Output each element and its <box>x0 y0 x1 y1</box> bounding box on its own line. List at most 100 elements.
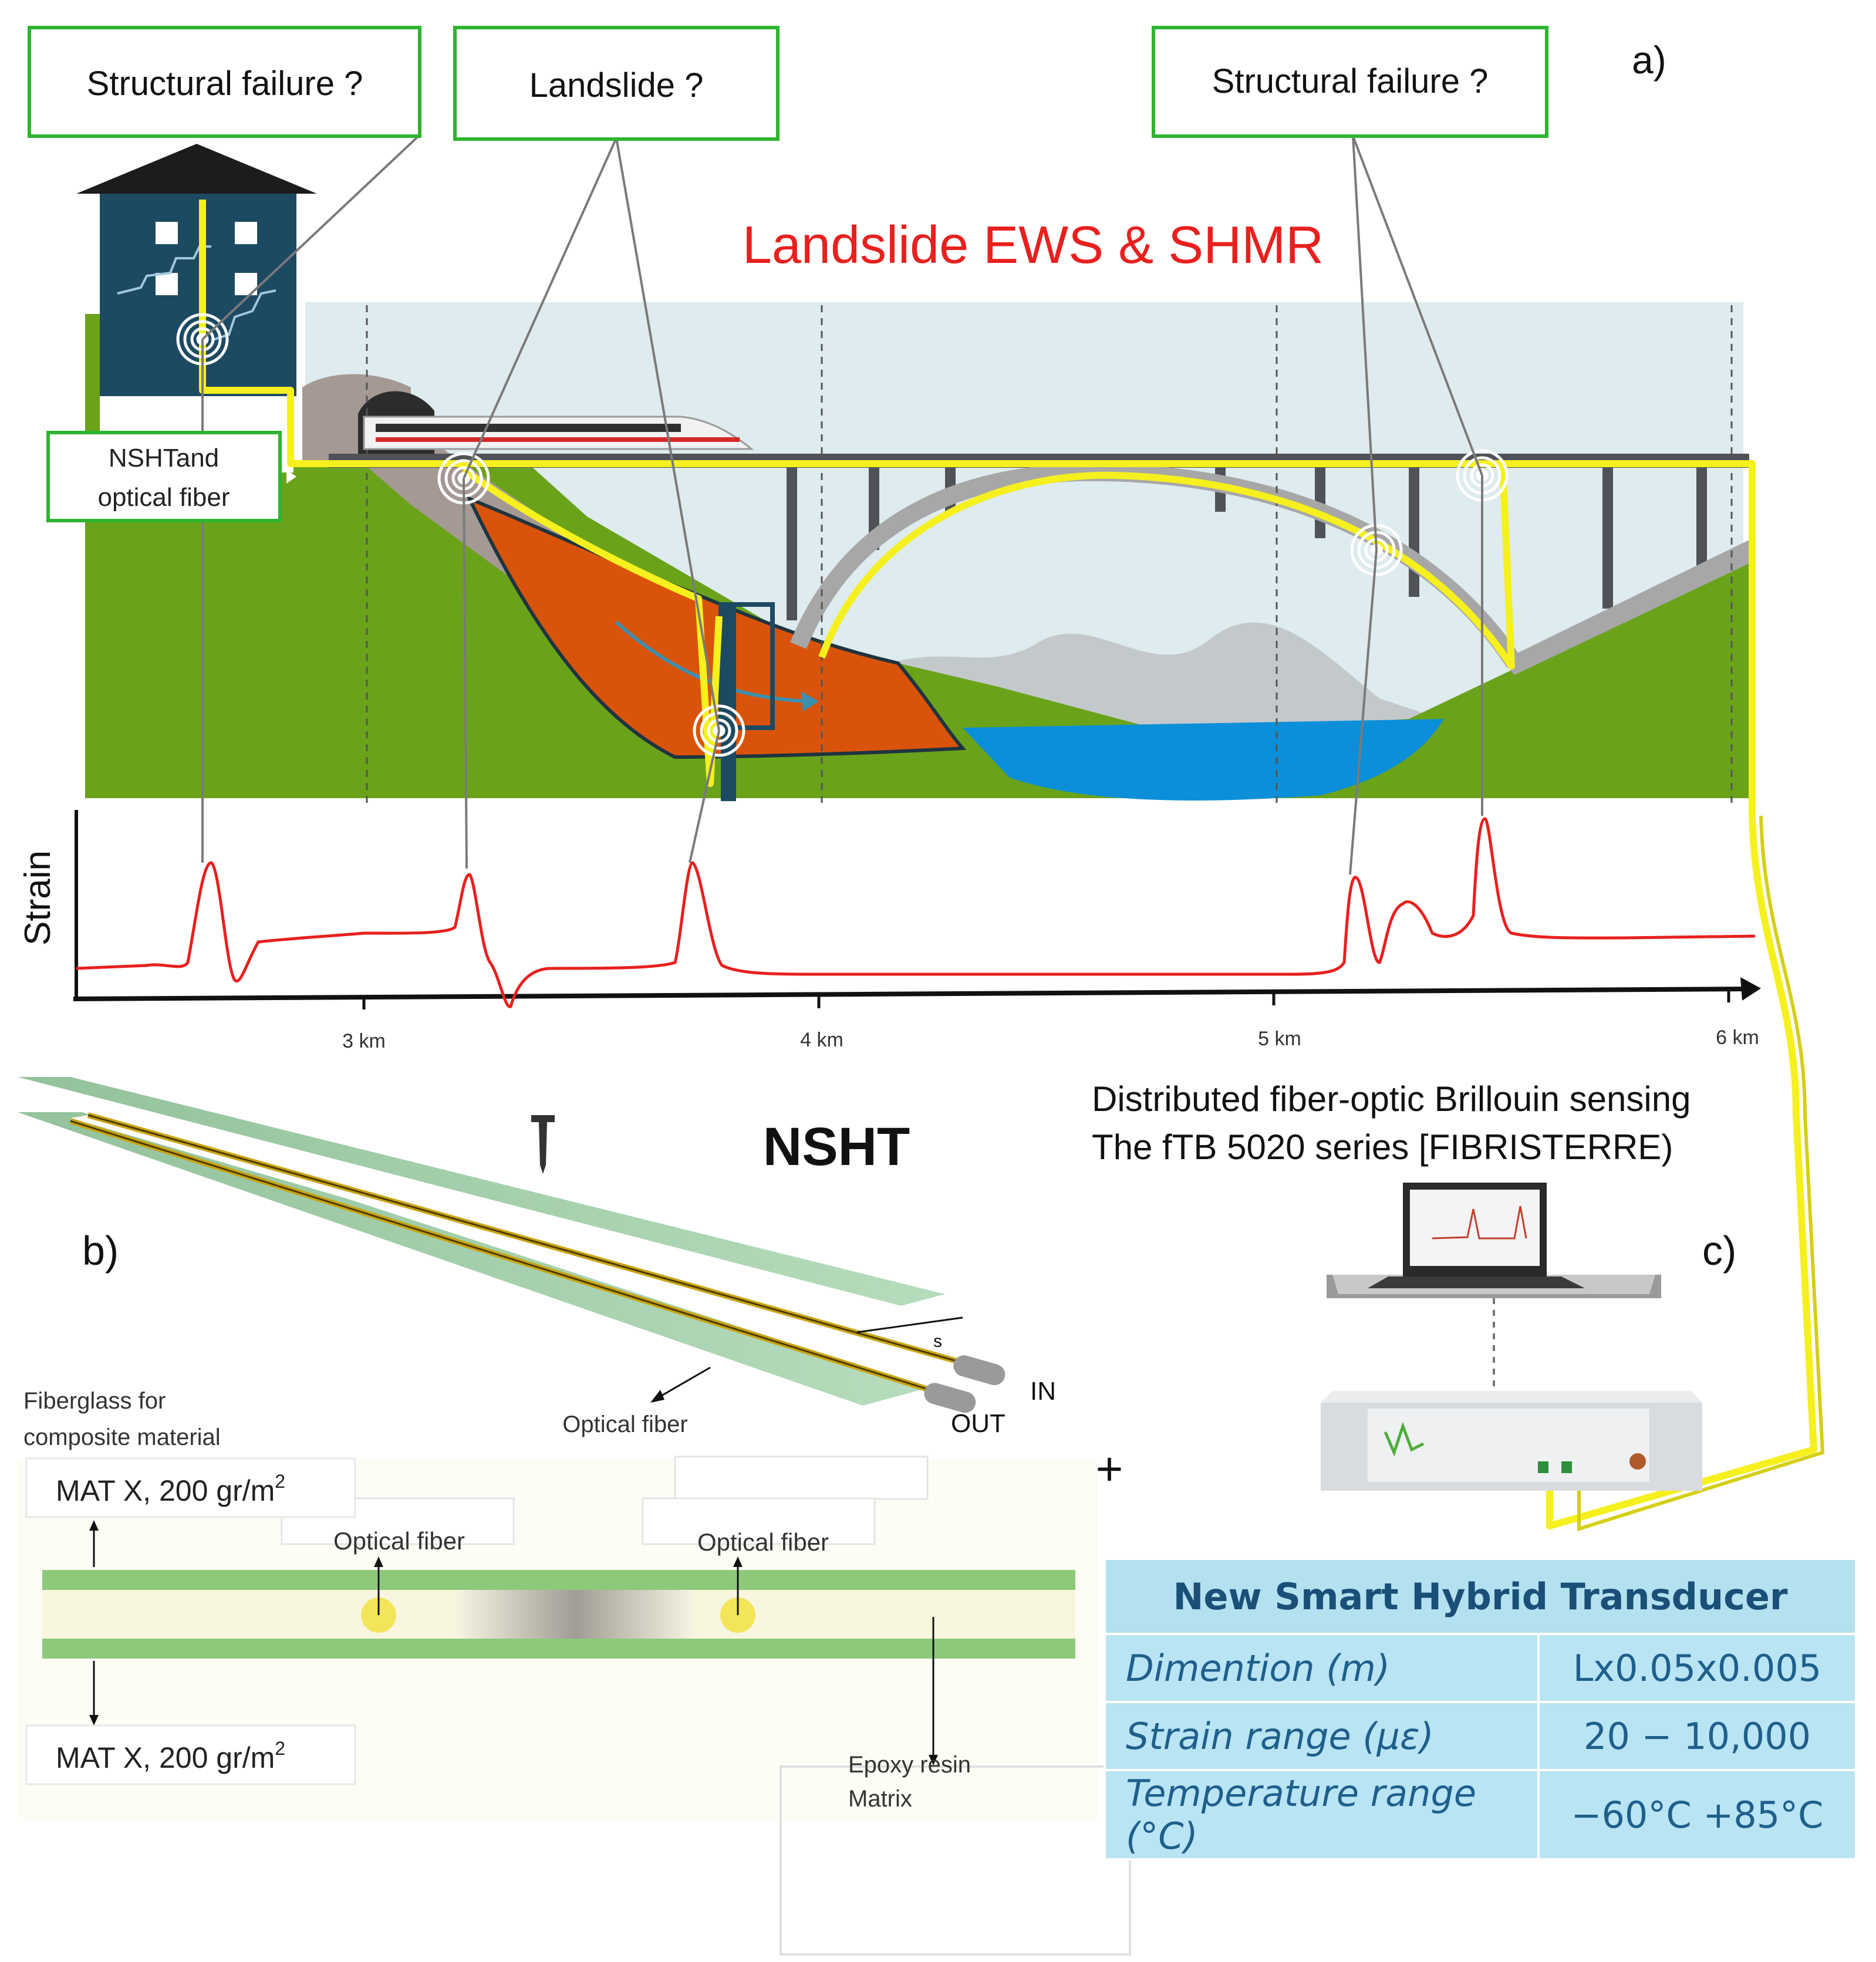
callout-box-landslide <box>453 26 780 141</box>
arrowhead <box>89 1520 99 1531</box>
km-tick-3: 3 km <box>342 1030 386 1052</box>
building-window <box>156 273 178 295</box>
bridge-pier <box>787 468 797 620</box>
epoxy-shadow <box>458 1590 693 1639</box>
table-value: −60°C +85°C <box>1537 1769 1857 1860</box>
sensor-ring <box>707 718 731 743</box>
bridge-pier <box>1602 468 1613 609</box>
epoxy-label-line1: Epoxy resin <box>848 1752 971 1778</box>
callout-landslide: Landslide ? <box>529 66 704 104</box>
crack <box>117 245 211 295</box>
leader-line <box>689 730 720 863</box>
ground-green <box>85 314 1749 798</box>
train-stripe <box>376 437 740 442</box>
km-ticks <box>362 991 1730 1009</box>
callout-boxes <box>28 26 1548 522</box>
laptop-display <box>1410 1190 1540 1266</box>
table-row: Temperature range (°C) −60°C +85°C <box>1104 1769 1857 1860</box>
train-body <box>363 416 754 450</box>
sensor-ring <box>1350 524 1403 576</box>
cross-fiber-label-left: Optical fiber <box>333 1527 465 1555</box>
landscape-scene <box>76 134 1825 1532</box>
connector-out <box>924 1383 976 1413</box>
nail-head <box>531 1115 555 1122</box>
top-fiberglass-layer <box>42 1570 1075 1590</box>
upper-fiberglass-sheet <box>18 1077 945 1306</box>
sensor-ring <box>700 711 738 750</box>
fiber-arch <box>818 463 1515 670</box>
inclinometer-frame <box>718 602 775 730</box>
cross-fiber-label-right: Optical fiber <box>697 1528 829 1556</box>
km-tick-6: 6 km <box>1716 1026 1759 1049</box>
table-param: Strain range (με) <box>1104 1701 1540 1771</box>
cross-section: MAT X, 200 gr/m2 MAT X, 200 gr/m2 Optica… <box>18 1456 1131 1956</box>
nsht-title: NSHT <box>763 1117 910 1177</box>
mat-bottom-superscript: 2 <box>275 1738 285 1759</box>
km-grid-lines <box>366 305 1733 804</box>
arrowhead <box>374 1556 383 1567</box>
fiber-out-core <box>70 1120 934 1392</box>
km-tick-4: 4 km <box>800 1029 843 1051</box>
table-value: 20 − 10,000 <box>1537 1701 1857 1771</box>
sensor-target-landslide <box>693 704 745 757</box>
leader-line <box>1352 136 1483 476</box>
strain-curve <box>76 817 1756 1008</box>
building-window <box>156 222 178 244</box>
building-wall <box>100 194 296 396</box>
mat-top-text: MAT X, 200 gr/m <box>56 1474 275 1507</box>
arrowhead <box>929 1755 938 1765</box>
placeholder-box <box>642 1497 876 1545</box>
fiber-in-core <box>87 1114 963 1364</box>
callout-structural-left: Structural failure ? <box>87 65 363 103</box>
out-label: OUT <box>951 1409 1006 1438</box>
optical-fiber-route <box>199 200 1817 1529</box>
transducer-spec-table: New Smart Hybrid Transducer Dimention (m… <box>1104 1558 1857 1860</box>
river <box>963 719 1444 801</box>
leader-line <box>1349 549 1378 875</box>
panel-a-label: a) <box>1632 38 1666 82</box>
callout-box-structural-right <box>1152 26 1548 138</box>
building-roof <box>76 144 317 194</box>
arrowhead <box>733 1556 743 1567</box>
panel-c-heading-line2: The fTB 5020 series [FIBRISTERRE) <box>1092 1127 1673 1167</box>
connector-body <box>953 1355 1006 1386</box>
arrowhead <box>89 1715 99 1725</box>
train-window-strip <box>376 424 681 432</box>
callout-box-fiber <box>46 431 282 522</box>
table-param: Dimention (m) <box>1104 1633 1540 1703</box>
table-header-row: New Smart Hybrid Transducer <box>1104 1558 1857 1635</box>
bridge-pier <box>1409 468 1419 597</box>
rack-top <box>1321 1391 1702 1403</box>
bridge-right-abutment <box>1503 540 1749 675</box>
placeholder-box <box>674 1456 929 1500</box>
epoxy-label-line2: Matrix <box>848 1786 912 1812</box>
fiber-label-line2: optical fiber <box>97 483 230 512</box>
callout-leaders <box>201 134 1483 875</box>
in-label: IN <box>1030 1377 1056 1406</box>
nail-shank <box>539 1122 547 1174</box>
mat-bottom-box <box>25 1724 356 1785</box>
strain-x-arrowhead <box>1740 977 1761 1001</box>
laptop-plot <box>1432 1205 1527 1240</box>
cross-section-arrows <box>93 1525 934 1761</box>
inclinometer-casing <box>721 605 736 801</box>
table-row: Dimention (m) Lx0.05x0.005 <box>1104 1633 1857 1703</box>
rack-knob <box>1629 1453 1646 1470</box>
mat-top-box <box>25 1457 356 1518</box>
leader-line <box>463 137 618 479</box>
callout-structural-right: Structural failure ? <box>1212 62 1489 100</box>
slip-arrowhead <box>801 691 819 711</box>
fiber-landslide <box>461 467 723 787</box>
bridge-pier <box>1696 468 1707 573</box>
strain-axis-label: Strain <box>18 850 58 945</box>
train <box>363 416 754 450</box>
laptop-keyboard <box>1368 1277 1585 1288</box>
rack-front <box>1368 1409 1649 1482</box>
bottom-fiberglass-layer <box>42 1639 1075 1659</box>
epoxy-core <box>70 1115 948 1370</box>
leader-line <box>201 134 421 340</box>
interrogator-unit-icon <box>1321 1391 1702 1491</box>
panel-c-heading-line1: Distributed fiber-optic Brillouin sensin… <box>1092 1079 1691 1119</box>
plus-sign: + <box>1096 1443 1123 1495</box>
